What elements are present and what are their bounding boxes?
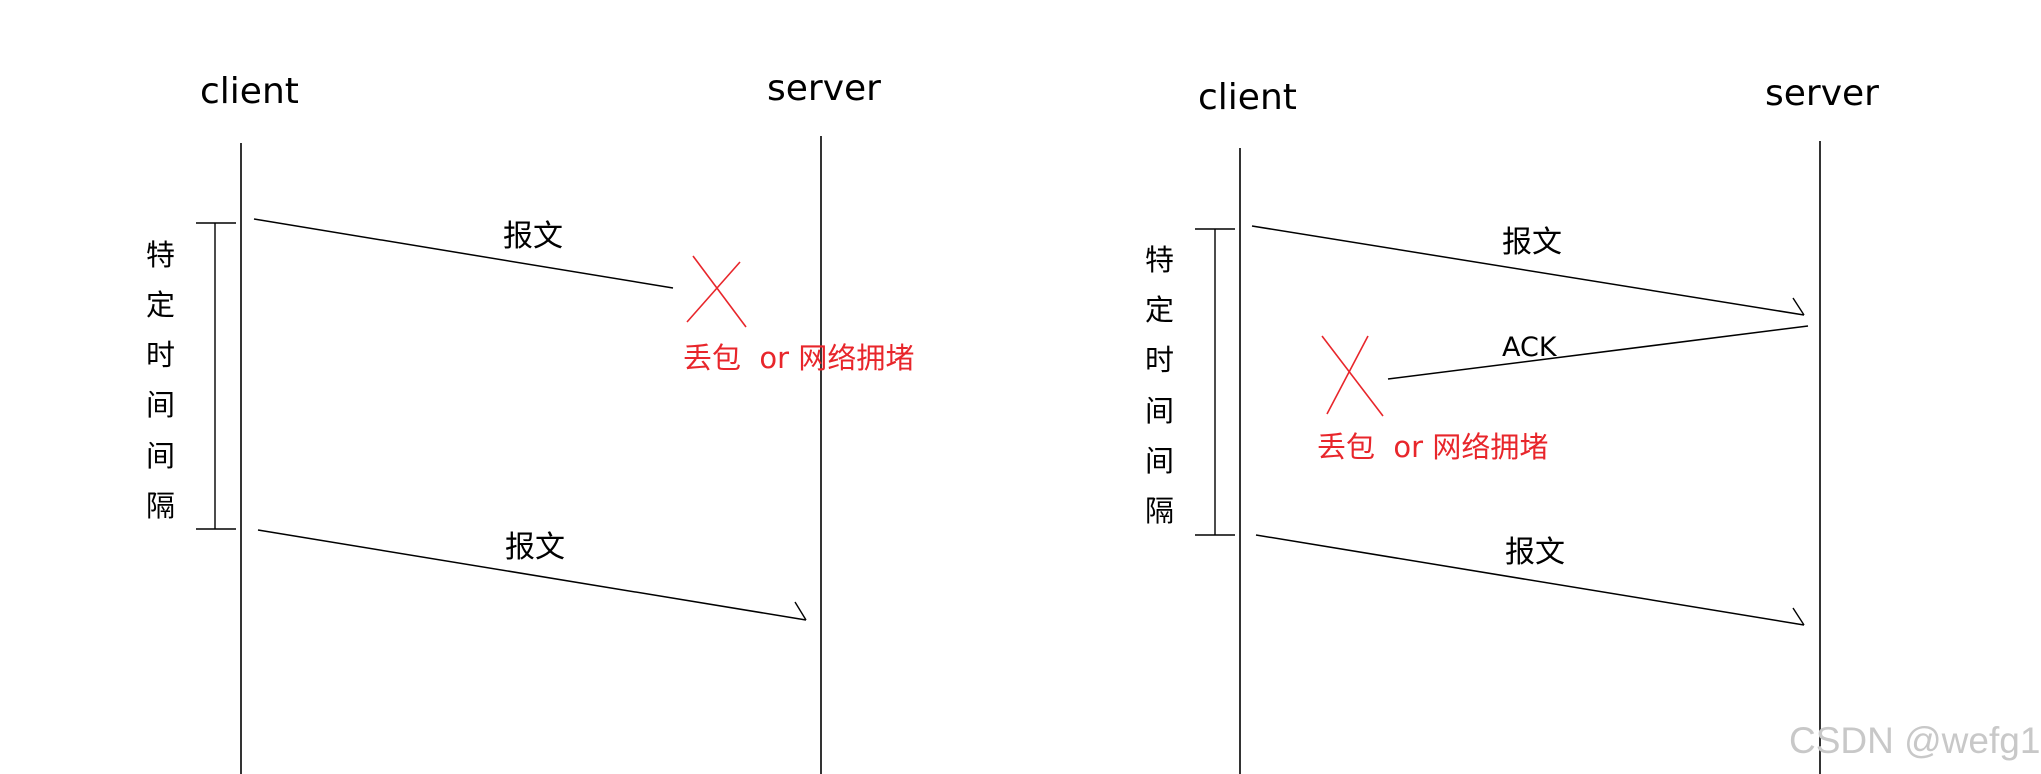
arrowhead xyxy=(1792,297,1805,316)
interval-char: 间 xyxy=(1145,394,1174,428)
interval-char: 隔 xyxy=(146,489,175,523)
message-1-arrow xyxy=(253,218,674,289)
packet-loss-x-icon xyxy=(1321,335,1384,417)
packet-loss-label: 丢包 or 网络拥堵 xyxy=(1317,430,1548,464)
interval-char: 时 xyxy=(1145,343,1174,377)
server-label: server xyxy=(767,68,881,109)
ack-arrow xyxy=(1387,325,1809,380)
interval-label: 特 定 时 间 间 隔 xyxy=(146,238,175,523)
message-2-arrow xyxy=(1255,534,1805,626)
interval-char: 时 xyxy=(146,338,175,372)
packet-loss-label: 丢包 or 网络拥堵 xyxy=(683,341,914,375)
interval-char: 定 xyxy=(146,288,175,322)
message-2-label: 报文 xyxy=(505,530,565,565)
interval-char: 间 xyxy=(146,439,175,473)
packet-loss-x-icon xyxy=(686,255,747,328)
interval-bracket xyxy=(1195,228,1235,536)
message-1-label: 报文 xyxy=(503,219,563,254)
interval-char: 特 xyxy=(146,238,175,272)
arrowhead xyxy=(1792,607,1805,626)
client-label: client xyxy=(200,71,299,112)
interval-char: 定 xyxy=(1145,293,1174,327)
client-label: client xyxy=(1198,77,1297,118)
ack-label: ACK xyxy=(1502,332,1558,363)
message-1-label: 报文 xyxy=(1502,225,1562,260)
diagram-right: client server 特 定 时 间 间 隔 报文 ACK xyxy=(1145,73,1879,774)
interval-bracket xyxy=(196,222,236,530)
arrowhead xyxy=(794,601,807,621)
server-label: server xyxy=(1765,73,1879,114)
message-2-arrow xyxy=(257,529,807,621)
interval-char: 间 xyxy=(146,388,175,422)
interval-label: 特 定 时 间 间 隔 xyxy=(1145,243,1174,528)
message-1-arrow xyxy=(1251,225,1805,316)
diagram-left: client server 特 定 时 间 间 隔 报文 丢包 or 网络拥堵 xyxy=(146,68,914,774)
message-2-label: 报文 xyxy=(1505,535,1565,570)
interval-char: 特 xyxy=(1145,243,1174,277)
watermark: CSDN @wefg1 xyxy=(1789,720,2040,761)
interval-char: 间 xyxy=(1145,444,1174,478)
interval-char: 隔 xyxy=(1145,494,1174,528)
